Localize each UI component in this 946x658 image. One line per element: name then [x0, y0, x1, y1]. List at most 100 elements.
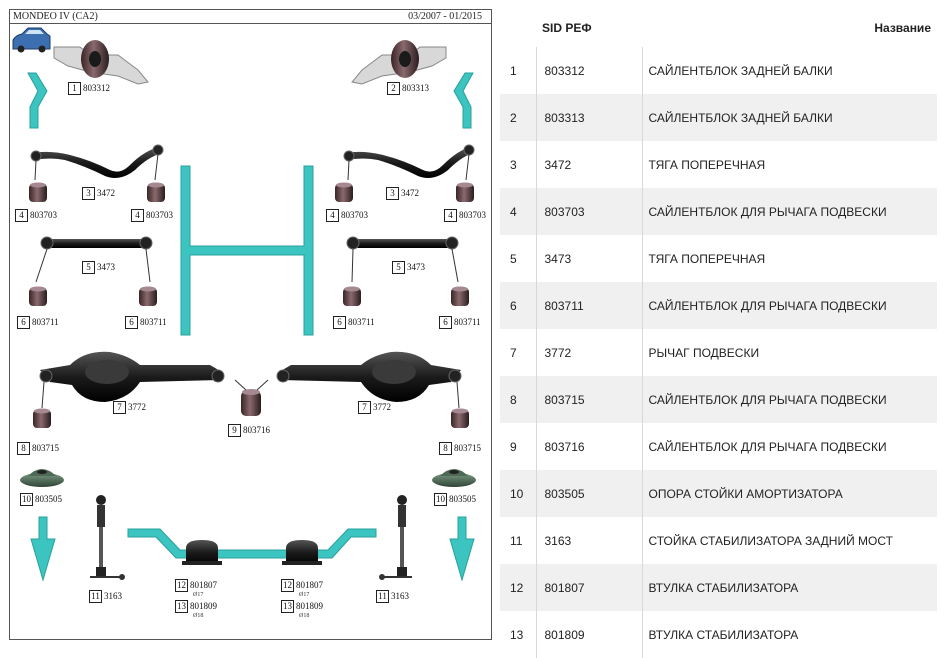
cell-num: 10 — [500, 470, 536, 517]
model-name: MONDEO IV (CA2) — [13, 11, 98, 22]
cell-num: 9 — [510, 439, 517, 454]
cell-num: 7 — [510, 345, 517, 360]
cell-name: ОПОРА СТОЙКИ АМОРТИЗАТОРА — [641, 470, 937, 517]
link-3472-right — [343, 144, 475, 181]
cell-num: 2 — [500, 94, 536, 141]
cell-sid: 3772 — [535, 329, 642, 376]
cell-sid: 803313 — [535, 94, 642, 141]
right-chevron-shape — [453, 72, 474, 129]
cell-name: САЙЛЕНТБЛОК ДЛЯ РЫЧАГА ПОДВЕСКИ — [641, 282, 937, 329]
stabilizer-link-3163-left — [90, 495, 125, 580]
h-bar-shape — [180, 165, 314, 336]
left-chevron-shape — [27, 72, 48, 129]
bushing-803715-a — [33, 408, 51, 428]
silent-block-803312 — [53, 40, 149, 85]
cell-num: 12 — [500, 564, 536, 611]
bushing-803716 — [234, 379, 269, 416]
bushing-803711-d — [451, 286, 469, 306]
cell-name: ВТУЛКА СТАБИЛИЗАТОРА — [641, 611, 937, 658]
cell-name: ВТУЛКА СТАБИЛИЗАТОРА — [641, 564, 937, 611]
bushing-803703-b — [147, 182, 165, 202]
cell-sid: 3163 — [535, 517, 642, 564]
stabilizer-link-3163-right — [379, 495, 412, 580]
cell-sid: 803715 — [535, 376, 642, 423]
stabilizer-bushing-left — [182, 540, 222, 565]
arm-3772-right — [276, 351, 462, 409]
cell-name: ТЯГА ПОПЕРЕЧНАЯ — [641, 141, 937, 188]
col-header-name: Название — [874, 21, 931, 35]
cell-num: 8 — [500, 376, 536, 423]
cell-name: СТОЙКА СТАБИЛИЗАТОРА ЗАДНИЙ МОСТ — [641, 517, 937, 564]
cell-num: 3 — [510, 157, 517, 172]
bushing-803711-b — [139, 286, 157, 306]
cell-sid: 803711 — [535, 282, 642, 329]
cell-num: 5 — [510, 251, 517, 266]
stabilizer-bar-shape — [127, 528, 377, 559]
cell-num: 11 — [510, 533, 523, 548]
left-down-arrow-shape — [30, 516, 56, 582]
link-3473-right — [346, 236, 459, 283]
bushing-803703-c — [335, 182, 353, 202]
strut-mount-803505-left — [20, 469, 64, 487]
cell-num: 13 — [510, 627, 524, 642]
bushing-803715-b — [451, 408, 469, 428]
arm-3772-left — [39, 351, 225, 409]
cell-name: ТЯГА ПОПЕРЕЧНАЯ — [641, 235, 937, 282]
header-divider — [10, 23, 491, 24]
link-3472-left — [30, 144, 164, 181]
cell-sid: 803716 — [535, 423, 642, 470]
car-icon — [12, 27, 51, 53]
cell-sid: 803505 — [535, 470, 642, 517]
cell-sid: 3472 — [535, 141, 642, 188]
diagram-drawing — [12, 27, 476, 582]
right-down-arrow-shape — [449, 516, 475, 582]
cell-sid: 801807 — [535, 564, 642, 611]
cell-num: 1 — [510, 63, 517, 78]
silent-block-803313 — [351, 40, 447, 85]
cell-name: РЫЧАГ ПОДВЕСКИ — [641, 329, 937, 376]
strut-mount-803505-right — [432, 469, 476, 487]
cell-sid: 803703 — [535, 188, 642, 235]
col-header-num — [500, 9, 536, 47]
col-header-sid: SID РЕФ — [542, 21, 592, 35]
cell-name: САЙЛЕНТБЛОК ДЛЯ РЫЧАГА ПОДВЕСКИ — [641, 376, 937, 423]
bushing-803703-d — [456, 182, 474, 202]
bushing-803711-c — [343, 286, 361, 306]
stabilizer-bushing-right — [282, 540, 322, 565]
